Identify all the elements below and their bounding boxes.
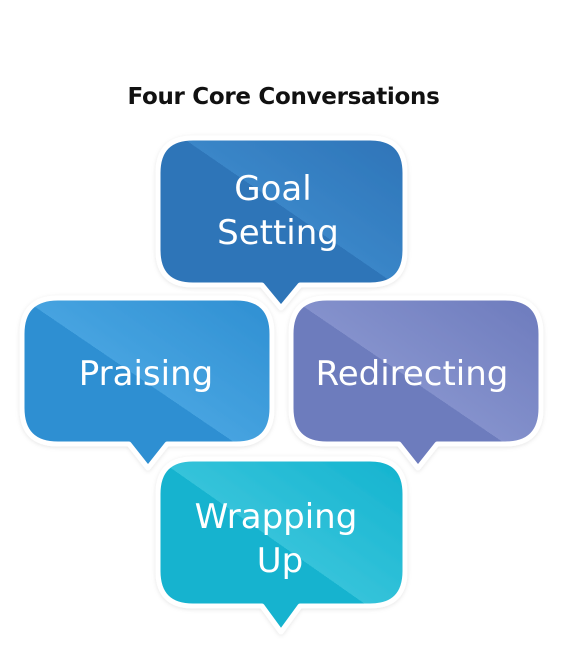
- bubble-wrapping-up-line-2: Up: [257, 541, 303, 581]
- bubble-goal-setting-line-1: Goal: [234, 169, 311, 209]
- bubble-praising-line-1: Praising: [79, 354, 213, 394]
- bubble-wrapping-up-line-1: Wrapping: [195, 497, 358, 537]
- bubble-redirecting-shape: [288, 295, 544, 471]
- diagram-title: Four Core Conversations: [127, 84, 440, 110]
- bubble-goal-setting: Goal Setting: [155, 135, 408, 311]
- bubble-goal-setting-shape: [155, 135, 408, 311]
- bubble-praising-shape: [19, 295, 275, 471]
- bubble-goal-setting-line-2: Setting: [217, 213, 339, 253]
- bubble-praising: Praising: [19, 295, 275, 471]
- bubble-wrapping-up-shape: [155, 456, 408, 635]
- bubble-redirecting: Redirecting: [288, 295, 544, 471]
- bubble-redirecting-line-1: Redirecting: [316, 354, 509, 394]
- bubble-wrapping-up: Wrapping Up: [155, 456, 408, 635]
